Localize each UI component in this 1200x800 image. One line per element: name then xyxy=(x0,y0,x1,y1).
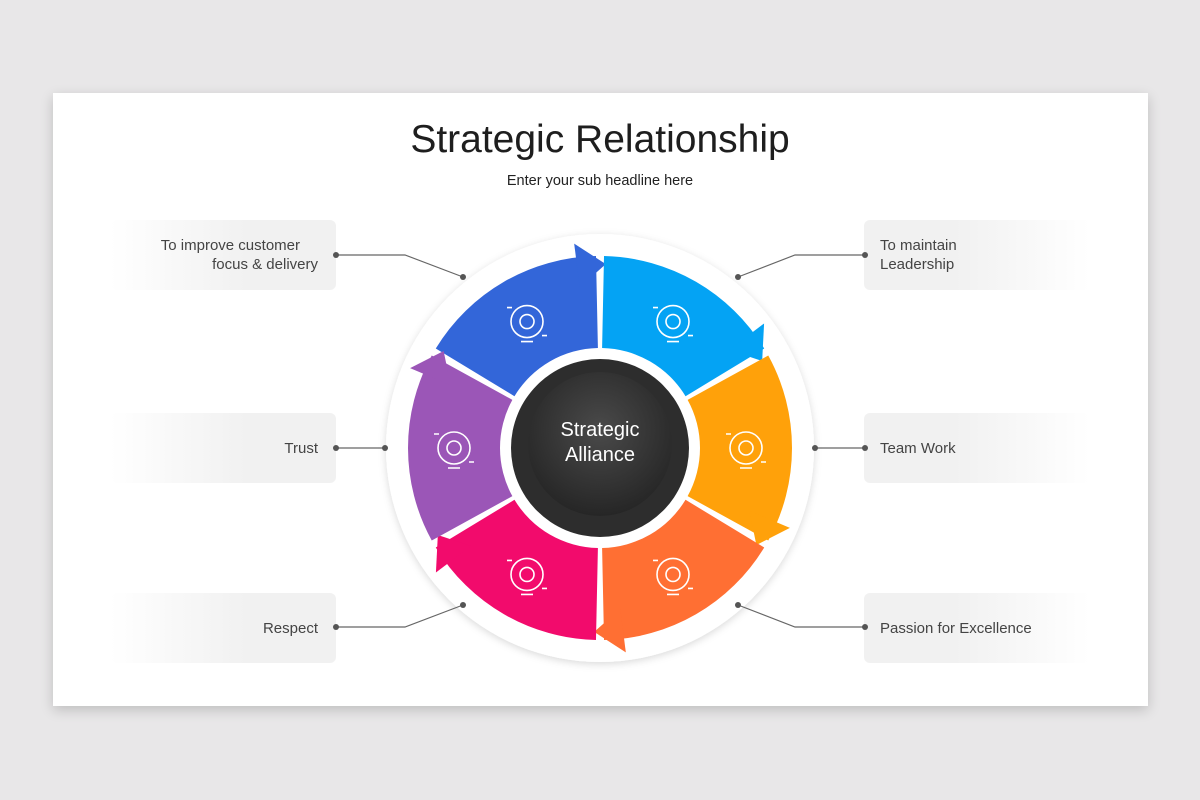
segment-arrow-tip xyxy=(729,323,765,362)
center-label-line2: Alliance xyxy=(564,444,636,466)
connector-line xyxy=(737,604,865,628)
page-title: Strategic Relationship xyxy=(410,118,790,161)
segment-6 xyxy=(408,355,513,541)
subtitle: Enter your sub headline here xyxy=(506,173,694,189)
segment-arrow-tip xyxy=(410,351,451,386)
segment-arrow-tip xyxy=(749,510,790,545)
card-text: Respect xyxy=(262,619,318,637)
connector-dot xyxy=(333,252,339,258)
card-text-line: focus & delivery xyxy=(212,256,318,273)
segment-arrow-tip xyxy=(435,534,471,573)
segment-1 xyxy=(435,256,598,397)
card-text: Team Work xyxy=(880,439,956,457)
connector-line xyxy=(336,604,464,628)
card-team-work: Team Work xyxy=(864,413,1090,483)
connector-dot xyxy=(735,274,741,280)
segment-4 xyxy=(602,499,765,640)
connector-dot xyxy=(862,445,868,451)
card-trust: Trust xyxy=(110,413,336,483)
gear-dollar-icon xyxy=(507,304,547,343)
connector-line xyxy=(737,254,865,278)
connector-dot xyxy=(735,602,741,608)
connector-dot xyxy=(460,274,466,280)
segment-5 xyxy=(435,499,598,640)
shield-badge-icon xyxy=(434,431,474,469)
segment-arrow-tip xyxy=(594,608,626,653)
raised-fist-flame-icon xyxy=(653,557,693,596)
card-text-line: Leadership xyxy=(880,256,955,273)
leader-team-icon xyxy=(653,304,693,343)
connector-dot xyxy=(460,602,466,608)
connector-dot xyxy=(333,624,339,630)
center-label-line1: Strategic xyxy=(560,419,640,441)
connector-dot xyxy=(862,624,868,630)
center-hub-inner xyxy=(528,372,672,516)
card-text-line: To improve customer xyxy=(160,237,300,254)
stacked-hands-icon xyxy=(726,431,766,469)
card-respect: Respect xyxy=(110,593,336,663)
segment-arrow-tip xyxy=(574,243,606,288)
connector-dot xyxy=(862,252,868,258)
card-text: Passion for Excellence xyxy=(880,619,1032,637)
card-text: Trust xyxy=(284,439,318,457)
connector-line xyxy=(336,254,464,278)
connector-dot xyxy=(333,445,339,451)
handshake-icon xyxy=(507,557,547,596)
connector-dot xyxy=(382,445,388,451)
segment-2 xyxy=(602,256,765,397)
connector-dot xyxy=(812,445,818,451)
card-customer-focus: To improve customer focus & delivery xyxy=(110,220,336,290)
card-passion: Passion for Excellence xyxy=(864,593,1090,663)
segment-3 xyxy=(687,355,792,541)
card-text-line: To maintain xyxy=(880,237,957,254)
